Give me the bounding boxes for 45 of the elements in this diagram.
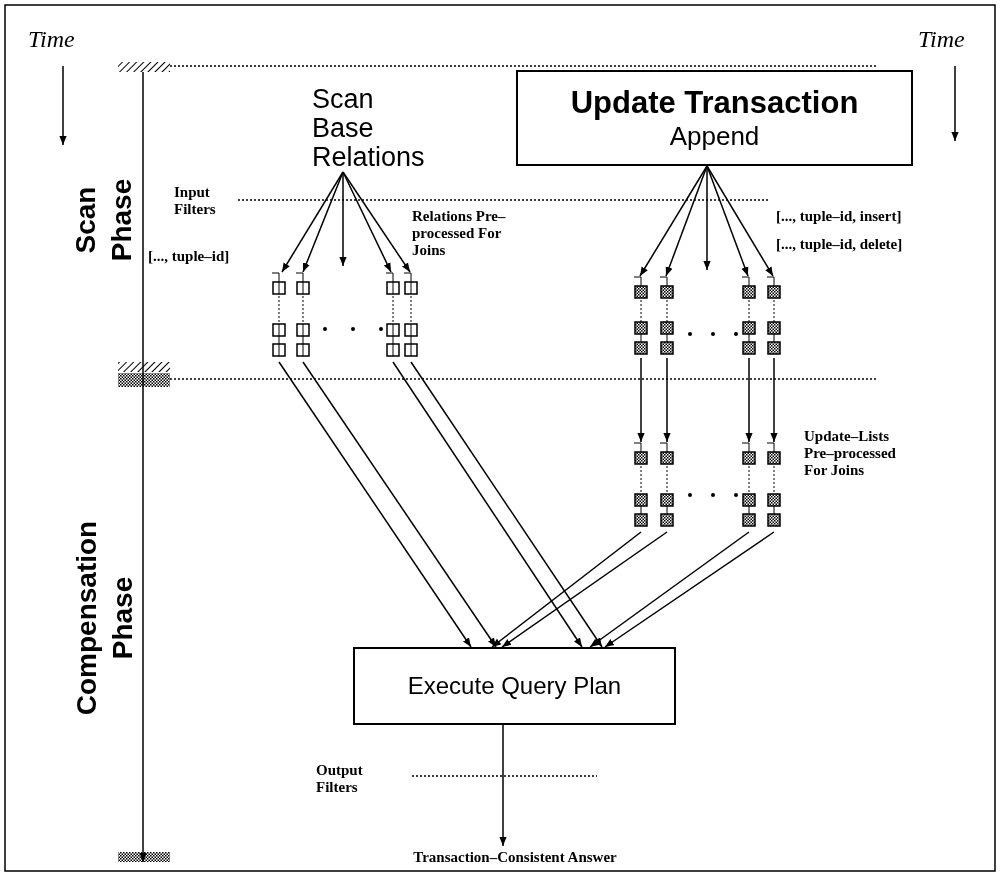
arrow <box>706 165 774 277</box>
arrow <box>392 361 583 648</box>
arrow <box>342 171 392 273</box>
arrow <box>770 357 778 443</box>
arrow <box>745 357 753 443</box>
arrow <box>589 531 750 648</box>
arrow <box>663 357 671 443</box>
box-subtitle: Append <box>669 121 760 151</box>
arrow <box>342 171 411 273</box>
arrow <box>604 531 775 648</box>
tuple-list-column <box>658 276 676 358</box>
annotation-label: Input Filters <box>174 184 217 218</box>
arrow <box>278 361 472 648</box>
arrow <box>491 531 642 648</box>
annotation-label: [..., tuple–id] <box>148 248 230 265</box>
phase-label: Scan Phase <box>69 177 138 264</box>
process-box <box>353 647 676 725</box>
arrow <box>665 165 708 277</box>
axis-label: Time <box>918 26 965 53</box>
tuple-list-column <box>765 276 783 358</box>
process-box <box>516 70 913 166</box>
tuple-list-column <box>740 276 758 358</box>
step-text: Scan Base Relations <box>312 85 426 172</box>
arrow <box>302 361 497 648</box>
tuple-list-column <box>632 276 650 358</box>
box-title: Update Transaction <box>570 85 859 121</box>
annotation-label: Output Filters <box>316 762 364 796</box>
arrow <box>639 165 708 277</box>
arrow <box>637 357 645 443</box>
arrow <box>501 531 668 648</box>
annotation-label: Update–Lists Pre–processed For Joins <box>804 428 897 479</box>
annotation-label: Relations Pre–processed For Joins <box>412 208 507 259</box>
annotation-label: [..., tuple–id, delete] <box>776 236 903 253</box>
arrow <box>410 361 603 648</box>
box-title: Execute Query Plan <box>407 672 622 700</box>
annotation-label: [..., tuple–id, insert] <box>776 208 902 225</box>
arrow <box>281 171 344 273</box>
result-text: Transaction–Consistent Answer <box>413 849 617 866</box>
arrow <box>302 171 344 273</box>
arrow <box>499 724 507 847</box>
arrow <box>706 165 749 277</box>
arrow <box>703 165 711 271</box>
arrow <box>339 171 347 267</box>
phase-label: Compensation Phase <box>69 519 138 718</box>
axis-label: Time <box>28 26 75 53</box>
